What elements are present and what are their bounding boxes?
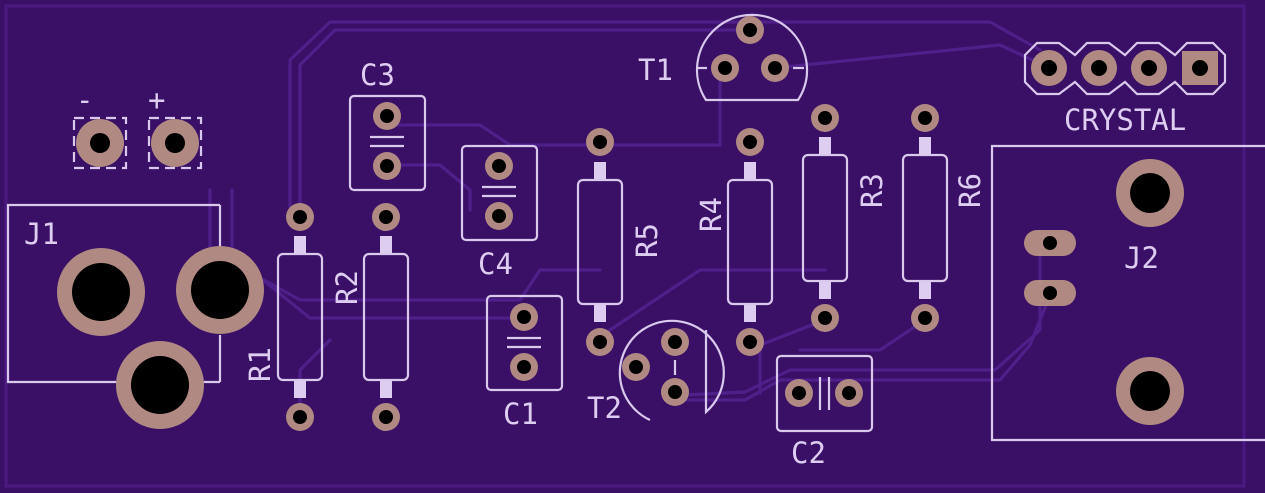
crystal-header: CRYSTAL [1023, 41, 1227, 137]
r5-label: R5 [630, 223, 664, 258]
r1-label: R1 [243, 347, 277, 382]
power-pad-minus [72, 116, 128, 170]
r2-resistor: R2 [330, 203, 410, 431]
j1-label: J1 [24, 217, 59, 251]
c4-label: C4 [478, 247, 513, 281]
c4-capacitor: C4 [460, 144, 539, 281]
j1-jack: J1 [6, 203, 264, 429]
t1-label: T1 [638, 53, 673, 87]
power-connector: - + [72, 83, 203, 170]
c3-capacitor: C3 [348, 58, 427, 192]
t1-transistor: T1 [638, 13, 809, 102]
r1-resistor: R1 [243, 203, 324, 431]
r4-label: R4 [694, 197, 728, 232]
plus-label: + [148, 83, 165, 117]
minus-label: - [76, 83, 93, 117]
power-pad-plus [147, 116, 203, 170]
r6-label: R6 [953, 173, 987, 208]
r5-resistor: R5 [576, 128, 664, 356]
t2-label: T2 [587, 391, 622, 425]
j2-jack: J2 [990, 144, 1265, 442]
r2-label: R2 [330, 270, 364, 305]
c2-capacitor: C2 [775, 354, 874, 470]
r3-resistor: R3 [801, 104, 889, 332]
r4-resistor: R4 [694, 128, 774, 356]
r3-label: R3 [855, 173, 889, 208]
c1-label: C1 [503, 397, 538, 431]
c1-capacitor: C1 [485, 294, 564, 431]
c2-label: C2 [791, 436, 826, 470]
j2-label: J2 [1124, 241, 1159, 275]
r6-resistor: R6 [901, 104, 987, 332]
t2-transistor: T2 [587, 319, 725, 425]
board-edge [4, 4, 1246, 488]
crystal-label: CRYSTAL [1064, 103, 1186, 137]
c3-label: C3 [360, 58, 395, 92]
